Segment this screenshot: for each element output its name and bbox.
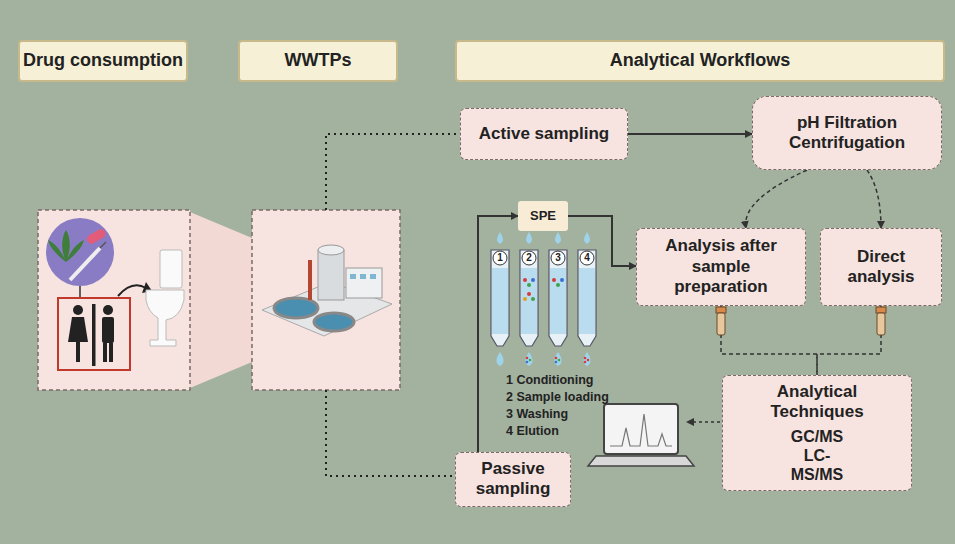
node-text: Analytical Workflows [610,50,791,72]
step-label: 4 Elution [506,423,559,439]
node-text: Direct analysis [829,247,933,288]
node-text: Active sampling [479,124,609,144]
leaf-icon [48,230,84,262]
callout-number: 4 [580,251,594,265]
connector [746,170,807,228]
zoom-wedge [190,212,252,388]
connector [721,306,817,375]
drug-circle [46,218,114,286]
vial-icon [716,307,726,335]
callout-number: 3 [551,251,565,265]
connector [817,306,881,375]
process-box: Analysis after sample preparation [636,228,806,306]
dotted-line [326,390,453,476]
node-text: SPE [530,208,556,224]
callout-number: 1 [493,251,507,265]
node-text: Analysis after sample preparation [645,236,797,297]
callout-number: 2 [522,251,536,265]
people-frame [58,298,130,370]
illustration-panel [38,210,190,390]
step-label: 1 Conditioning [506,372,593,388]
syringe-icon [70,248,100,280]
treatment-plant [262,245,392,336]
column-header: WWTPs [238,40,398,82]
step-label: 2 Sample loading [506,389,609,405]
dotted-line [326,134,458,210]
connector [568,216,636,266]
connector [867,170,881,228]
step-label: 3 Washing [506,406,568,422]
illustration-panel [252,210,400,390]
flush-arrow [118,285,146,296]
node-text: pH Filtration Centrifugation [789,113,905,154]
node-text: Drug consumption [23,50,183,72]
connector [628,133,752,135]
arrow-head [686,418,694,426]
node-text: Passive sampling [464,459,562,500]
step-label-box: SPE [518,201,568,231]
process-box: Active sampling [460,108,628,160]
vial-icon [876,307,886,335]
node-body: GC/MS LC-MS/MS [791,427,843,485]
pill-icon [85,228,107,246]
process-box: Direct analysis [820,228,942,306]
column-header: Analytical Workflows [455,40,945,82]
people-icon [68,304,114,366]
toilet-icon [146,250,184,346]
dashed-arrow [692,421,720,423]
process-box: pH Filtration Centrifugation [752,96,942,170]
process-box: Analytical TechniquesGC/MS LC-MS/MS [722,375,912,491]
column-header: Drug consumption [18,40,188,82]
process-box: Passive sampling [455,452,571,507]
laptop-icon [588,404,694,466]
node-text: WWTPs [285,50,352,72]
node-text: Analytical Techniques [731,382,903,423]
spe-cartridges [491,232,596,366]
